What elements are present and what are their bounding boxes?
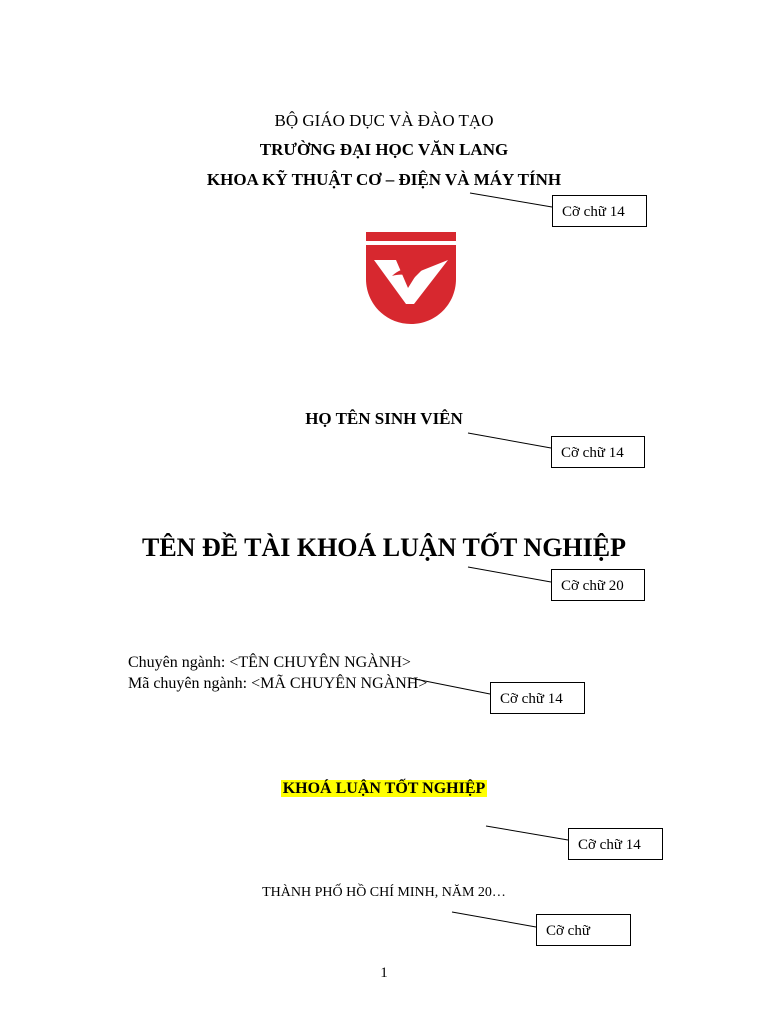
ministry-heading: BỘ GIÁO DỤC VÀ ĐÀO TẠO <box>274 111 494 130</box>
font-size-note-major: Cỡ chữ 14 <box>490 682 585 714</box>
font-size-note-type: Cỡ chữ 14 <box>568 828 663 860</box>
page-number: 1 <box>380 965 388 981</box>
university-heading: TRƯỜNG ĐẠI HỌC VĂN LANG <box>259 140 509 159</box>
student-name-placeholder: HỌ TÊN SINH VIÊN <box>305 409 463 428</box>
leader-line-type <box>485 825 569 841</box>
faculty-heading: KHOA KỸ THUẬT CƠ – ĐIỆN VÀ MÁY TÍNH <box>206 170 562 189</box>
major-code-line: Mã chuyên ngành: <MÃ CHUYÊN NGÀNH> <box>128 675 428 692</box>
leader-line-faculty <box>469 192 553 208</box>
font-size-note-faculty: Cỡ chữ 14 <box>552 195 647 227</box>
leader-line-title <box>467 566 552 583</box>
leader-line-name <box>467 432 552 449</box>
city-year-line: THÀNH PHỐ HỒ CHÍ MINH, NĂM 20… <box>262 885 506 900</box>
leader-line-city <box>451 911 537 928</box>
thesis-type-line: KHOÁ LUẬN TỐT NGHIỆP <box>0 780 768 798</box>
font-size-note-title: Cỡ chữ 20 <box>551 569 645 601</box>
van-lang-logo-icon <box>366 232 456 324</box>
thesis-title-placeholder: TÊN ĐỀ TÀI KHOÁ LUẬN TỐT NGHIỆP <box>142 533 626 562</box>
major-info: Chuyên ngành: <TÊN CHUYÊN NGÀNH> Mã chuy… <box>128 652 427 694</box>
font-size-note-city: Cỡ chữ <box>536 914 631 946</box>
font-size-note-name: Cỡ chữ 14 <box>551 436 645 468</box>
major-line: Chuyên ngành: <TÊN CHUYÊN NGÀNH> <box>128 654 411 671</box>
thesis-type-highlight: KHOÁ LUẬN TỐT NGHIỆP <box>280 780 488 797</box>
